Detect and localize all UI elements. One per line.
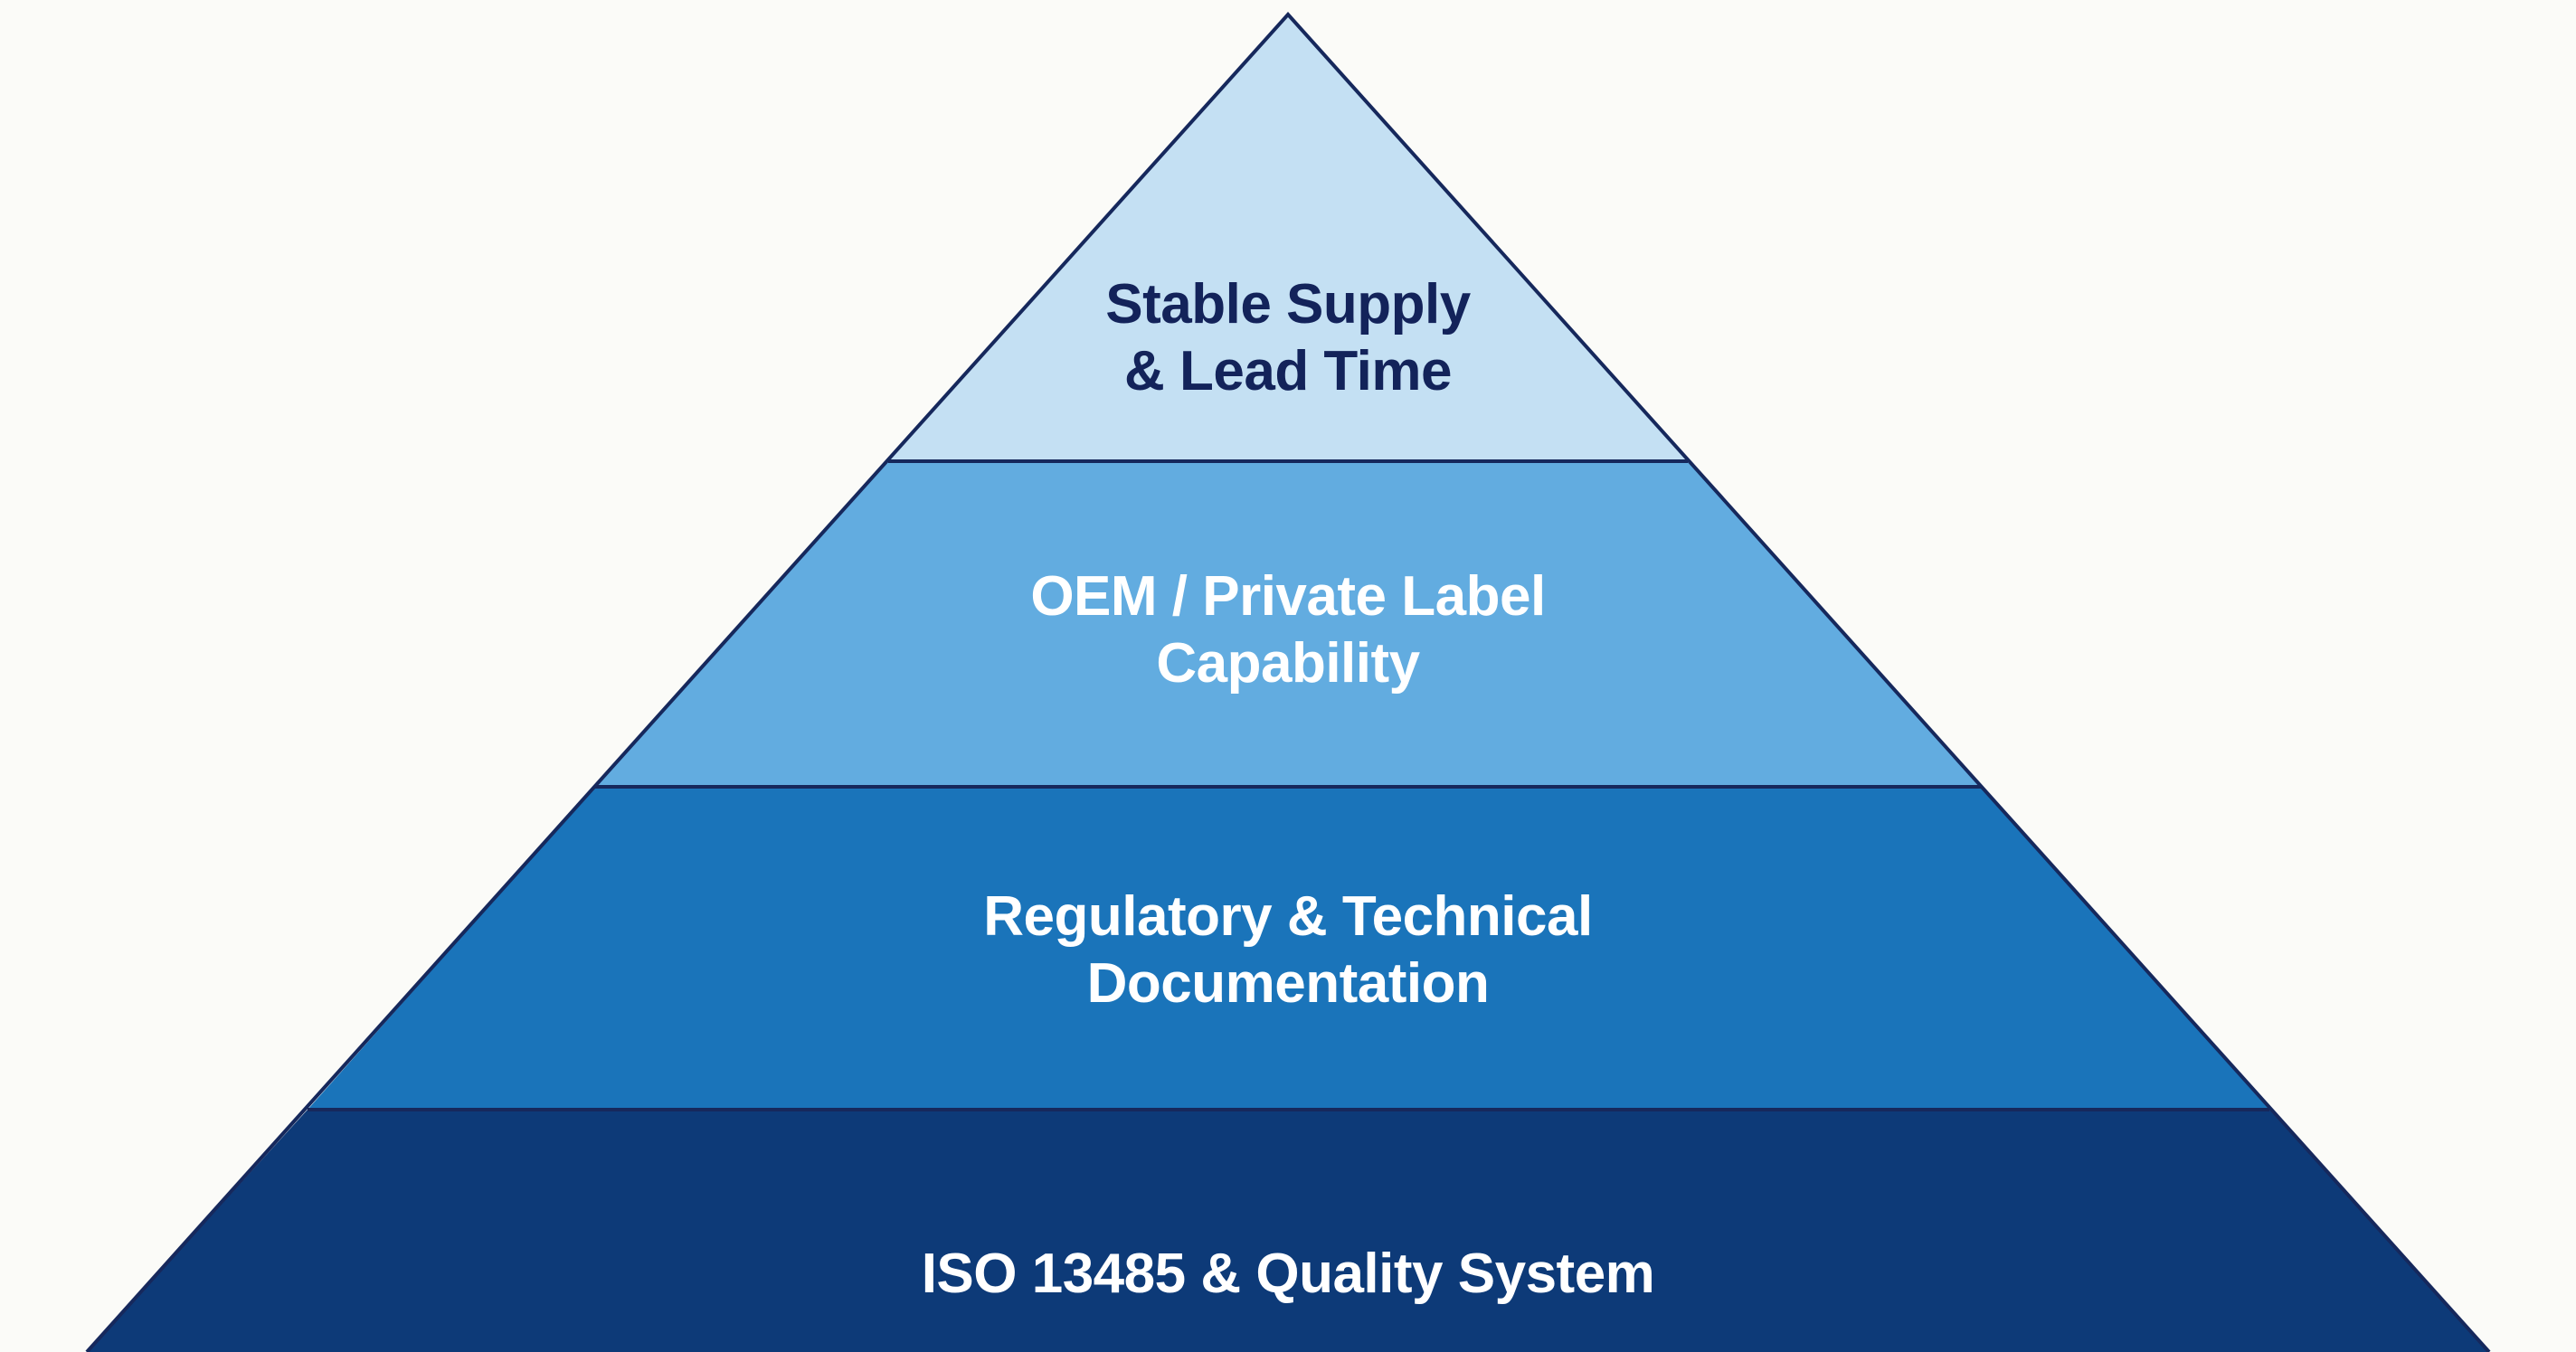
layer-label-line: Stable Supply bbox=[1105, 273, 1471, 336]
layer-label-line: ISO 13485 & Quality System bbox=[921, 1243, 1655, 1305]
layer-label-line: & Lead Time bbox=[1123, 340, 1453, 402]
pyramid-layer-third bbox=[308, 787, 2269, 1110]
layer-label-iso-quality-system: ISO 13485 & Quality System bbox=[0, 1241, 2576, 1308]
pyramid-outline bbox=[85, 12, 2491, 1352]
pyramid-layer-top bbox=[888, 14, 1688, 461]
layer-label-regulatory-documentation: Regulatory & Technical Documentation bbox=[0, 884, 2576, 1017]
pyramid-layer-base bbox=[87, 1110, 2489, 1352]
layer-label-line: Regulatory & Technical bbox=[983, 885, 1593, 948]
layer-label-stable-supply: Stable Supply & Lead Time bbox=[0, 271, 2576, 405]
layer-label-line: Capability bbox=[1156, 632, 1420, 695]
layer-label-line: OEM / Private Label bbox=[1030, 565, 1546, 628]
layer-label-line: Documentation bbox=[1086, 952, 1490, 1015]
pyramid-layer-second bbox=[595, 461, 1981, 787]
layer-label-oem-private-label: OEM / Private Label Capability bbox=[0, 563, 2576, 697]
